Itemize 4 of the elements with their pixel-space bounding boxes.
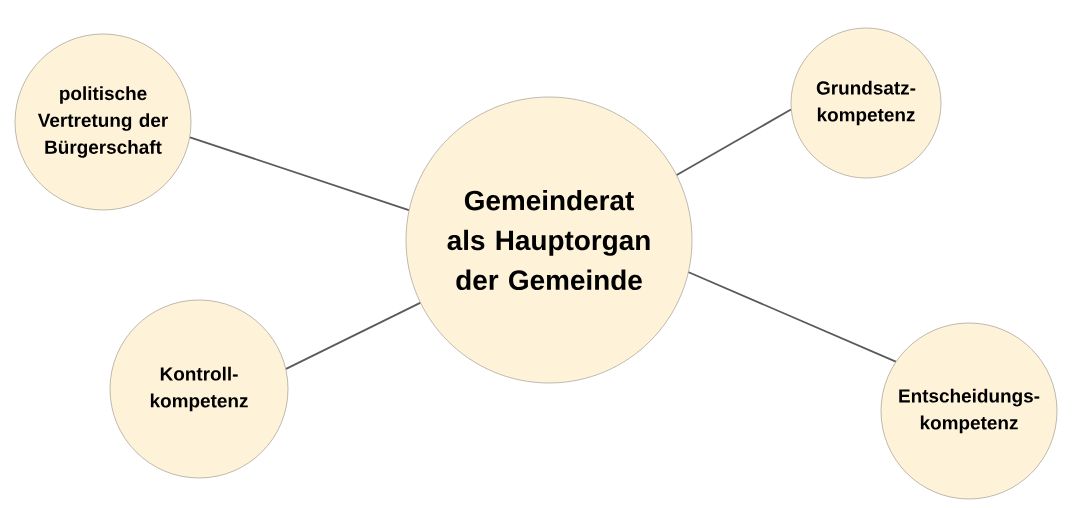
connector-line (285, 301, 422, 370)
connector-line (687, 271, 897, 363)
connector-line (675, 108, 792, 176)
connector-line (189, 136, 410, 212)
